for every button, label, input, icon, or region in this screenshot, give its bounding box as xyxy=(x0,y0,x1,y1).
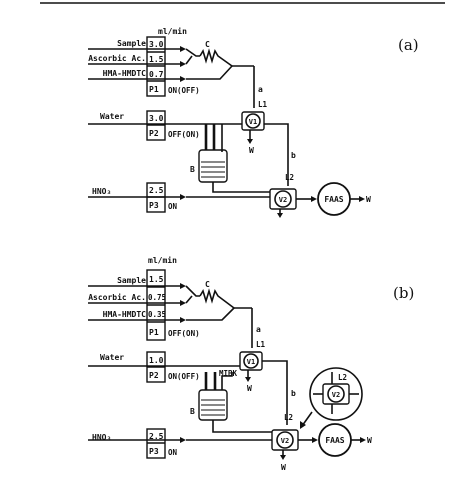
panel-b: ml/min (b) 1.5 0.75 0.35 P1 OFF(ON) Samp… xyxy=(88,255,414,472)
pump-p3-state: ON xyxy=(168,202,178,211)
hma-label: HMA-HMDTC xyxy=(103,310,147,319)
flow-unit-label: ml/min xyxy=(148,255,177,265)
hma-rate: 0.35 xyxy=(148,310,166,319)
svg-text:L2: L2 xyxy=(338,373,347,382)
pump-p3-label: P3 xyxy=(149,447,159,456)
hno3-label: HNO₃ xyxy=(92,433,111,442)
pump-p1-state: OFF(ON) xyxy=(168,329,200,338)
svg-text:FAAS: FAAS xyxy=(325,436,344,445)
pump-p3-state: ON xyxy=(168,448,178,457)
panel-label: (a) xyxy=(398,36,419,54)
valve-v1: V1 L1 xyxy=(241,100,268,131)
panel-a: ml/min (a) 3.0 1.5 0.7 P1 ON(OFF) Sample… xyxy=(88,26,419,218)
hno3-rate: 2.5 xyxy=(149,432,164,441)
pump-p1-state: ON(OFF) xyxy=(168,86,200,95)
column-b: B xyxy=(190,372,228,421)
hma-label: HMA-HMDTC xyxy=(103,69,147,78)
svg-text:V1: V1 xyxy=(249,118,257,126)
valve-v2: V2 L2 xyxy=(271,413,299,451)
faas-detector: FAAS xyxy=(317,182,351,216)
hno3-rate: 2.5 xyxy=(149,186,164,195)
valve-v2: V2 L2 xyxy=(269,173,297,210)
loop-l2-label: L2 xyxy=(284,413,293,422)
waste-detector: W xyxy=(367,436,372,445)
mibk-label: MIBK xyxy=(219,369,238,378)
svg-text:V2: V2 xyxy=(332,391,340,399)
waste-v1: W xyxy=(249,146,254,155)
hno3-label: HNO₃ xyxy=(92,187,111,196)
loop-a-label: a xyxy=(256,325,261,334)
loop-b-label: b xyxy=(291,151,296,160)
svg-text:V1: V1 xyxy=(247,358,255,366)
water-rate: 1.0 xyxy=(149,356,164,365)
coil-label: C xyxy=(205,40,210,49)
pump-p3-label: P3 xyxy=(149,201,159,210)
water-rate: 3.0 xyxy=(149,114,164,123)
ascorbic-label: Ascorbic Ac. xyxy=(88,53,146,63)
pump-p2-state: OFF(ON) xyxy=(168,130,200,139)
flow-unit-label: ml/min xyxy=(158,26,187,36)
sample-rate: 1.5 xyxy=(149,275,164,284)
inset-valve-v2: V2 L2 xyxy=(309,367,363,421)
svg-text:FAAS: FAAS xyxy=(324,195,343,204)
waste-v2: W xyxy=(281,463,286,472)
pump-p2-label: P2 xyxy=(149,129,159,138)
svg-text:V2: V2 xyxy=(281,437,289,445)
svg-text:B: B xyxy=(190,407,195,416)
ascorbic-label: Ascorbic Ac. xyxy=(88,292,146,302)
hma-rate: 0.7 xyxy=(149,70,164,79)
waste-v1: W xyxy=(247,384,252,393)
water-label: Water xyxy=(100,353,124,362)
waste-detector: W xyxy=(366,195,371,204)
pump-p1-label: P1 xyxy=(149,328,159,337)
sample-label: Sample xyxy=(117,276,146,285)
column-b: B xyxy=(190,124,228,183)
valve-v1: V1 L1 xyxy=(239,340,266,371)
sample-label: Sample xyxy=(117,39,146,48)
pump-p2-state: ON(OFF) xyxy=(168,372,200,381)
pump-p2-label: P2 xyxy=(149,371,159,380)
loop-l2-label: L2 xyxy=(285,173,294,182)
loop-l1-label: L1 xyxy=(258,100,268,109)
ascorbic-rate: 1.5 xyxy=(149,55,164,64)
svg-text:V2: V2 xyxy=(279,196,287,204)
panel-label: (b) xyxy=(393,284,414,302)
pump-p1-label: P1 xyxy=(149,85,159,94)
svg-text:B: B xyxy=(190,165,195,174)
loop-b-label: b xyxy=(291,389,296,398)
sample-rate: 3.0 xyxy=(149,40,164,49)
water-label: Water xyxy=(100,112,124,121)
coil-label: C xyxy=(205,280,210,289)
loop-a-label: a xyxy=(258,85,263,94)
loop-l1-label: L1 xyxy=(256,340,266,349)
ascorbic-rate: 0.75 xyxy=(148,293,166,302)
faas-detector: FAAS xyxy=(318,423,352,457)
